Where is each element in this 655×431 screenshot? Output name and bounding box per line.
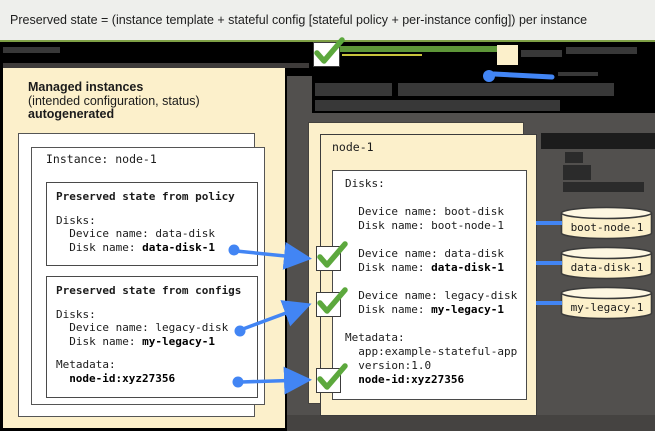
redacted-text-bar [563,165,591,180]
check-box-data-disk [316,241,348,271]
node-card-title: node-1 [332,140,374,154]
redacted-text-bar [521,50,562,57]
legacy-disk-value: my-legacy-1 [431,303,504,316]
disk-label-boot: boot-node-1 [571,221,644,234]
metadata-app-line: app:example-stateful-app [345,345,518,358]
policy-box: Preserved state from policy Disks: Devic… [46,182,258,266]
disk-label-legacy: my-legacy-1 [571,301,644,314]
legend-yellow-line [342,54,422,56]
redacted-text-bar [315,83,392,96]
node-disks-box: Disks: Device name: boot-disk Disk name:… [332,170,527,400]
redacted-text-bar [315,100,560,111]
configs-disk-prefix: Disk name: [56,334,143,348]
redacted-text-bar [541,133,655,149]
boot-disk-line: Disk name: boot-node-1 [345,219,504,232]
managed-panel-heading: Managed instances (intended configuratio… [28,80,200,122]
redacted-text-bar [398,83,614,96]
configs-metadata-value: node-id:xyz27356 [69,371,176,385]
legend-green-line [340,46,497,52]
heading-autogenerated: autogenerated [28,107,115,121]
metadata-node-id-value: node-id:xyz27356 [358,373,465,386]
data-disk-line: Disk name: data-disk-1 [345,261,526,275]
boot-device-line: Device name: boot-disk [345,205,504,218]
metadata-node-id-line: node-id:xyz27356 [345,373,526,387]
redacted-text-bar [566,47,637,54]
configs-device-line: Device name: legacy-disk [56,321,229,334]
legacy-disk-line: Disk name: my-legacy-1 [345,303,526,317]
title-banner: Preserved state = (instance template + s… [0,0,655,40]
policy-disks-label: Disks: [56,213,96,227]
check-box-node-id [316,363,348,393]
redacted-text-bar [563,182,644,192]
configs-box: Preserved state from configs Disks: Devi… [46,276,258,398]
legacy-device-line: Device name: legacy-disk [345,289,518,302]
node-disks-label: Disks: [345,177,385,190]
node-metadata-label: Metadata: [345,331,405,344]
cylinder-top [560,286,653,300]
metadata-version-line: version:1.0 [345,359,432,372]
redacted-strip [3,63,309,68]
legend-disk-square [497,45,518,65]
configs-box-title: Preserved state from configs [56,284,242,297]
policy-disk-value: data-disk-1 [142,240,215,254]
configs-metadata-line: node-id:xyz27356 [56,372,257,386]
configs-disk-line: Disk name: my-legacy-1 [56,335,257,349]
policy-box-title: Preserved state from policy [56,190,235,203]
banner-title: Preserved state = (instance template + s… [10,13,588,27]
data-device-line: Device name: data-disk [345,247,504,260]
heading-intended-config: (intended configuration, status) [28,93,200,108]
policy-device-line: Device name: data-disk [56,227,215,240]
redacted-text-bar [565,152,583,163]
redacted-text-bar [3,47,60,53]
disk-cylinder-data: data-disk-1 [560,246,653,280]
instance-card-title: Instance: node-1 [46,152,157,166]
policy-disk-line: Disk name: data-disk-1 [56,241,257,255]
data-disk-value: data-disk-1 [431,261,504,274]
configs-disk-value: my-legacy-1 [142,334,215,348]
configs-metadata-label: Metadata: [56,358,116,371]
policy-disk-prefix: Disk name: [56,240,143,254]
legend-check-box [313,37,345,67]
disk-cylinder-legacy: my-legacy-1 [560,286,653,320]
disk-cylinder-boot: boot-node-1 [560,206,653,240]
disk-label-data: data-disk-1 [571,261,644,274]
data-disk-prefix: Disk name: [345,261,432,274]
configs-disks-label: Disks: [56,307,96,321]
legacy-disk-prefix: Disk name: [345,303,432,316]
cylinder-top [560,206,653,220]
heading-managed-instances: Managed instances [28,80,144,94]
check-box-legacy-disk [316,287,348,317]
vm-panel-footer [287,415,655,431]
cylinder-top [560,246,653,260]
